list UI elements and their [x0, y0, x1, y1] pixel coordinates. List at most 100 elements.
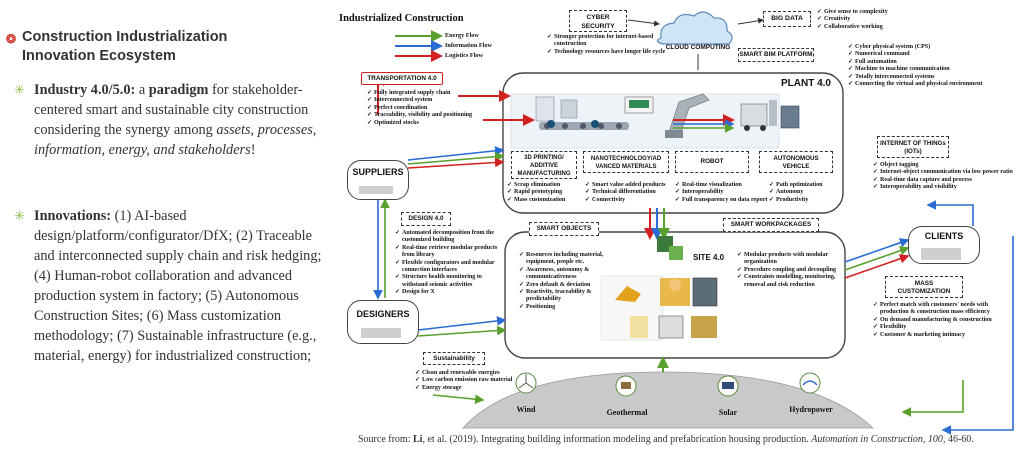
source-rest: , et al. (2019). Integrating building in…: [422, 434, 812, 445]
list-item: Interconnected system: [367, 97, 502, 105]
list-item: Mass customization: [507, 197, 585, 205]
list-item: Stronger protection for internet-based c…: [547, 34, 667, 49]
autonomous-vehicle-list: Path optimization Autonomy Productivity: [769, 182, 839, 205]
source-authors: Li: [413, 434, 423, 445]
cps-list: Cyber physical system (CPS) Numerical co…: [848, 44, 1008, 89]
industry-label: Industry 4.0/5.0:: [34, 82, 136, 98]
legend-information-label: Information Flow: [445, 42, 492, 49]
tech-label: VEHICLE: [782, 163, 810, 170]
list-item: Customer & marketing intimacy: [873, 332, 1008, 340]
tech-label: 3D PRINTING/: [524, 155, 564, 161]
list-item: On demand manufacturing & construction: [873, 317, 1008, 325]
list-item: Reactivity, traceability & predictabilit…: [519, 289, 611, 304]
industry-italic: assets, processes, information, energy, …: [34, 122, 317, 158]
site-left-list: Resources including material, equipment,…: [519, 252, 611, 312]
list-item: Structure health monitoring to withstand…: [395, 274, 503, 289]
smart-objects-box: SMART OBJECTS: [529, 222, 599, 236]
designers-people-icon: [361, 328, 401, 338]
clients-node: CLIENTS: [908, 226, 980, 264]
3d-printer-icon: [535, 96, 555, 122]
design-box: DESIGN 4.0: [401, 212, 451, 226]
left-text-panel: ❂ Construction Industrialization Innovat…: [0, 0, 330, 462]
3d-printing-list: Scrap elimination Rapid prototyping Mass…: [507, 182, 585, 205]
energy-hydropower-label: Hydropower: [789, 405, 833, 414]
heading-line-1: Construction Industrialization: [22, 29, 228, 45]
list-item: Cyber physical system (CPS): [848, 44, 1008, 52]
list-item: Collaborative working: [817, 24, 937, 32]
bullet-industry: ✳ Industry 4.0/5.0: a paradigm for stake…: [14, 80, 324, 160]
list-item: Fully integrated supply chain: [367, 90, 502, 98]
list-item: Connecting the virtual and physical envi…: [848, 81, 1008, 89]
big-data-list: Give sense to complexity Creativity Coll…: [817, 9, 937, 32]
heading-line-2: Innovation Ecosystem: [22, 48, 176, 64]
transportation-box: TRANSPORTATION 4.0: [361, 72, 443, 85]
industrialized-construction-diagram: Industrialized Construction Energy Flow …: [333, 0, 1024, 462]
list-item: Object tagging: [873, 162, 1021, 170]
diagram-title: Industrialized Construction: [339, 13, 464, 24]
site-label: SITE 4.0: [693, 253, 725, 262]
mass-customization-box: MASS CUSTOMIZATION: [885, 276, 963, 298]
iot-list: Object tagging Internet-object communica…: [873, 162, 1021, 192]
list-item: Flexibility: [873, 324, 1008, 332]
diagram-connectors: [359, 11, 1014, 435]
list-item: Machine to machine communication: [848, 66, 1008, 74]
list-item: Perfect match with customers' needs with…: [873, 302, 1008, 317]
list-item: Low carbon emission raw material: [415, 377, 535, 385]
solar-panel-icon: [717, 375, 739, 397]
sustainability-box: Sustainability: [423, 352, 485, 365]
hydropower-icon: [799, 372, 821, 394]
smart-bim-platform-box: SMART BIM PLATFORM: [738, 48, 814, 62]
iot-box: INTERNET OF THINGs (IOTs): [877, 136, 949, 158]
list-item: Awareness, autonomy & communicativeness: [519, 267, 611, 282]
list-item: Smart value added products: [585, 182, 675, 190]
innovations-label: Innovations:: [34, 208, 112, 224]
list-item: Totally interconnected systems: [848, 74, 1008, 82]
mass-customization-label-1: MASS: [914, 280, 934, 287]
source-pages: , 46-60.: [942, 434, 974, 445]
energy-solar-label: Solar: [718, 408, 738, 417]
list-item: Full automation: [848, 59, 1008, 67]
list-item: Real-time data capture and process: [873, 177, 1021, 185]
smart-workpackages-box: SMART WORKPACKAGES: [723, 218, 819, 232]
mass-customization-list: Perfect match with customers' needs with…: [873, 302, 1008, 339]
list-item: Real-time retrieve modular products from…: [395, 245, 503, 260]
list-item: Full transparency on data report: [675, 197, 770, 205]
robot-list: Real-time visualization Interoperability…: [675, 182, 770, 205]
plant-label: PLANT 4.0: [780, 78, 831, 89]
crane-icon: [630, 316, 648, 338]
green-star-bullet-icon: ✳: [14, 208, 25, 223]
site-right-list: Modular products with modular organizati…: [737, 252, 839, 289]
list-item: Traceability, visibility and positioning: [367, 112, 502, 120]
list-item: Path optimization: [769, 182, 839, 190]
3d-printing-box: 3D PRINTING/ ADDITIVE MANUFACTURING: [511, 151, 577, 179]
legend-energy-label: Energy Flow: [445, 32, 479, 39]
legend-logistics-label: Logistics Flow: [445, 52, 483, 59]
list-item: Technology resources have longer life cy…: [547, 49, 667, 57]
slide-heading: ❂ Construction Industrialization Innovat…: [6, 28, 322, 66]
tech-label: VANCED MATERIALS: [595, 164, 657, 170]
innovations-text: (1) AI-based design/platform/configurato…: [34, 208, 322, 364]
energy-ground: [462, 371, 875, 429]
modular-unit-icon: [692, 277, 718, 307]
nanotechnology-box: NANOTECHNOLOGY/AD VANCED MATERIALS: [583, 151, 669, 173]
list-item: Zero default & deviation: [519, 282, 611, 290]
bullet-innovations: ✳ Innovations: (1) AI-based design/platf…: [14, 206, 324, 366]
list-item: Positioning: [519, 304, 611, 312]
cloud-computing-label: CLOUD COMPUTING: [665, 44, 731, 51]
tech-label: MANUFACTURING: [517, 171, 571, 177]
list-item: Rapid prototyping: [507, 189, 585, 197]
industry-end: !: [250, 142, 256, 158]
source-citation: Source from: Li, et al. (2019). Integrat…: [358, 434, 1018, 446]
geothermal-icon: [615, 375, 637, 397]
list-item: Optimized stocks: [367, 120, 502, 128]
cyber-security-list: Stronger protection for internet-based c…: [547, 34, 667, 57]
list-item: Give sense to complexity: [817, 9, 937, 17]
list-item: Perfect coordination: [367, 105, 502, 113]
list-item: Autonomy: [769, 189, 839, 197]
industry-text-b: for stakeholder-centered smart and susta…: [34, 82, 309, 138]
list-item: Modular products with modular organizati…: [737, 252, 839, 267]
list-item: Creativity: [817, 16, 937, 24]
list-item: Clean and renewable energies: [415, 370, 535, 378]
suppliers-node: SUPPLIERS: [347, 160, 409, 200]
source-prefix: Source from:: [358, 434, 413, 445]
